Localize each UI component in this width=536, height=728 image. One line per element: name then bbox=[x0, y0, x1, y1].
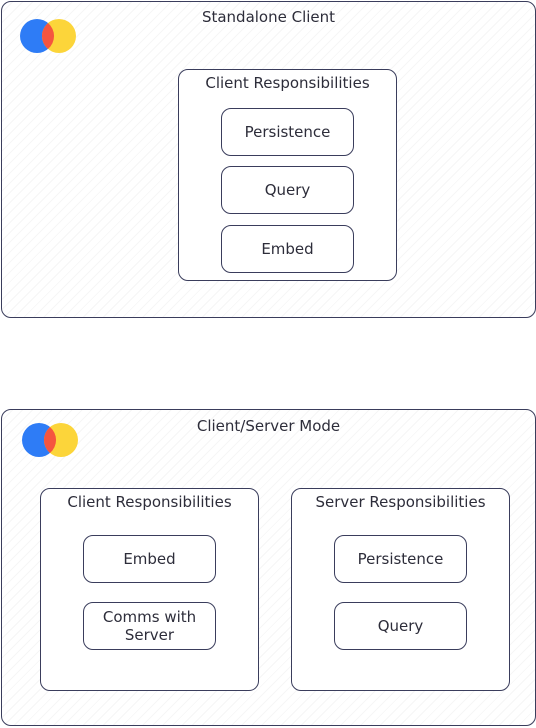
standalone-client-container: Standalone Client Client Responsibilitie… bbox=[1, 1, 536, 318]
comms-with-server-node[interactable]: Comms with Server bbox=[83, 602, 216, 650]
query-label: Query bbox=[377, 617, 424, 635]
cs-client-responsibilities-group: Client Responsibilities Embed Comms with… bbox=[40, 488, 259, 691]
client-server-mode-container: Client/Server Mode Client Responsibiliti… bbox=[1, 409, 536, 726]
client-responsibilities-title: Client Responsibilities bbox=[205, 74, 370, 92]
query-node[interactable]: Query bbox=[334, 602, 467, 650]
client-responsibilities-title: Client Responsibilities bbox=[67, 493, 232, 511]
client-server-mode-title: Client/Server Mode bbox=[196, 417, 341, 435]
persistence-label: Persistence bbox=[357, 550, 444, 568]
cs-server-responsibilities-group: Server Responsibilities Persistence Quer… bbox=[291, 488, 510, 691]
persistence-label: Persistence bbox=[244, 123, 331, 141]
embed-node[interactable]: Embed bbox=[83, 535, 216, 583]
query-label: Query bbox=[264, 181, 311, 199]
logo-icon bbox=[22, 423, 78, 457]
query-node[interactable]: Query bbox=[221, 166, 354, 214]
persistence-node[interactable]: Persistence bbox=[334, 535, 467, 583]
persistence-node[interactable]: Persistence bbox=[221, 108, 354, 156]
standalone-client-responsibilities-group: Client Responsibilities Persistence Quer… bbox=[178, 69, 397, 281]
embed-label: Embed bbox=[123, 550, 176, 568]
standalone-client-title: Standalone Client bbox=[201, 8, 336, 26]
embed-label: Embed bbox=[261, 240, 314, 258]
server-responsibilities-title: Server Responsibilities bbox=[315, 493, 486, 511]
logo-icon bbox=[20, 19, 76, 53]
embed-node[interactable]: Embed bbox=[221, 225, 354, 273]
comms-with-server-label: Comms with Server bbox=[102, 608, 197, 644]
